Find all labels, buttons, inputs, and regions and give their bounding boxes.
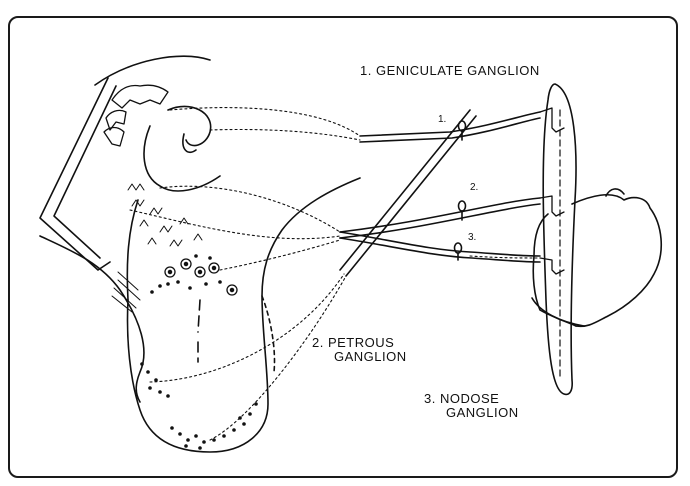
jaw-frame-inner <box>54 86 116 258</box>
branch-number-1: 1. <box>438 114 446 125</box>
nerve-x <box>340 232 540 256</box>
dotted-path-tongue-tip <box>150 274 344 382</box>
pharynx-texture <box>128 184 202 246</box>
nodose-ganglion-label-line1: 3. NODOSE <box>424 392 499 406</box>
cerebellum-outline <box>533 214 576 326</box>
pons-outline <box>572 195 661 327</box>
soft-palate <box>168 106 211 145</box>
tonsil-hatching <box>112 272 140 312</box>
dotted-path-pharynx <box>130 210 340 239</box>
fungiform-papillae <box>140 254 258 450</box>
petrous-ganglion-label-line2: GANGLION <box>334 350 407 364</box>
nerve-ix <box>340 198 540 232</box>
upper-teeth <box>112 85 168 108</box>
dotted-path-epiglottis <box>160 186 340 232</box>
uvula <box>183 134 196 152</box>
branch-number-2: 2. <box>470 182 478 193</box>
geniculate-ganglion-label: 1. GENICULATE GANGLION <box>360 64 540 78</box>
branch-number-3: 3. <box>468 232 476 243</box>
tongue-outline <box>128 178 361 452</box>
dotted-path-circumvallate <box>220 240 340 270</box>
dotted-path-tongue-edge <box>210 276 346 440</box>
dotted-path-palate <box>170 108 360 136</box>
petrous-ganglion-cell <box>459 201 466 211</box>
petrous-ganglion-label-line1: 2. PETROUS <box>312 336 394 350</box>
upper-jaw-outline <box>95 56 210 85</box>
tongue-midline <box>198 300 200 362</box>
dotted-path-palate-2 <box>210 129 360 140</box>
nodose-ganglion-label-line2: GANGLION <box>446 406 519 420</box>
